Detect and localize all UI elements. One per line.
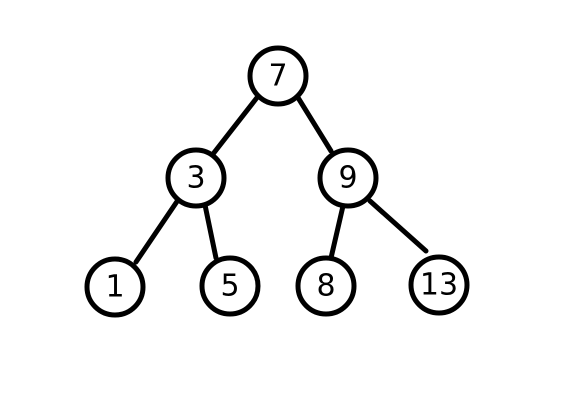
node-9-circle — [317, 147, 379, 209]
node-7-circle — [247, 45, 309, 107]
node-8: 8 — [295, 255, 357, 317]
edge-layer — [133, 92, 429, 265]
node-3: 3 — [165, 147, 227, 209]
node-13-circle — [408, 254, 470, 316]
node-5-label: 5 — [220, 269, 239, 304]
node-13-label: 13 — [420, 268, 458, 303]
edge-7-9 — [294, 93, 334, 154]
node-5-circle — [199, 255, 261, 317]
node-1-circle — [84, 256, 146, 318]
node-8-label: 8 — [316, 269, 335, 304]
edge-3-1 — [133, 197, 181, 265]
node-13: 13 — [408, 254, 470, 316]
edge-9-13 — [367, 198, 429, 254]
edge-3-5 — [202, 202, 219, 261]
node-8-circle — [295, 255, 357, 317]
node-9: 9 — [317, 147, 379, 209]
node-9-label: 9 — [338, 161, 357, 196]
node-5: 5 — [199, 255, 261, 317]
node-7-label: 7 — [268, 59, 287, 94]
node-1-label: 1 — [105, 270, 124, 305]
node-3-circle — [165, 147, 227, 209]
node-3-label: 3 — [186, 161, 205, 196]
edge-7-3 — [210, 92, 262, 157]
node-7: 7 — [247, 45, 309, 107]
edge-9-8 — [328, 203, 346, 261]
node-1: 1 — [84, 256, 146, 318]
